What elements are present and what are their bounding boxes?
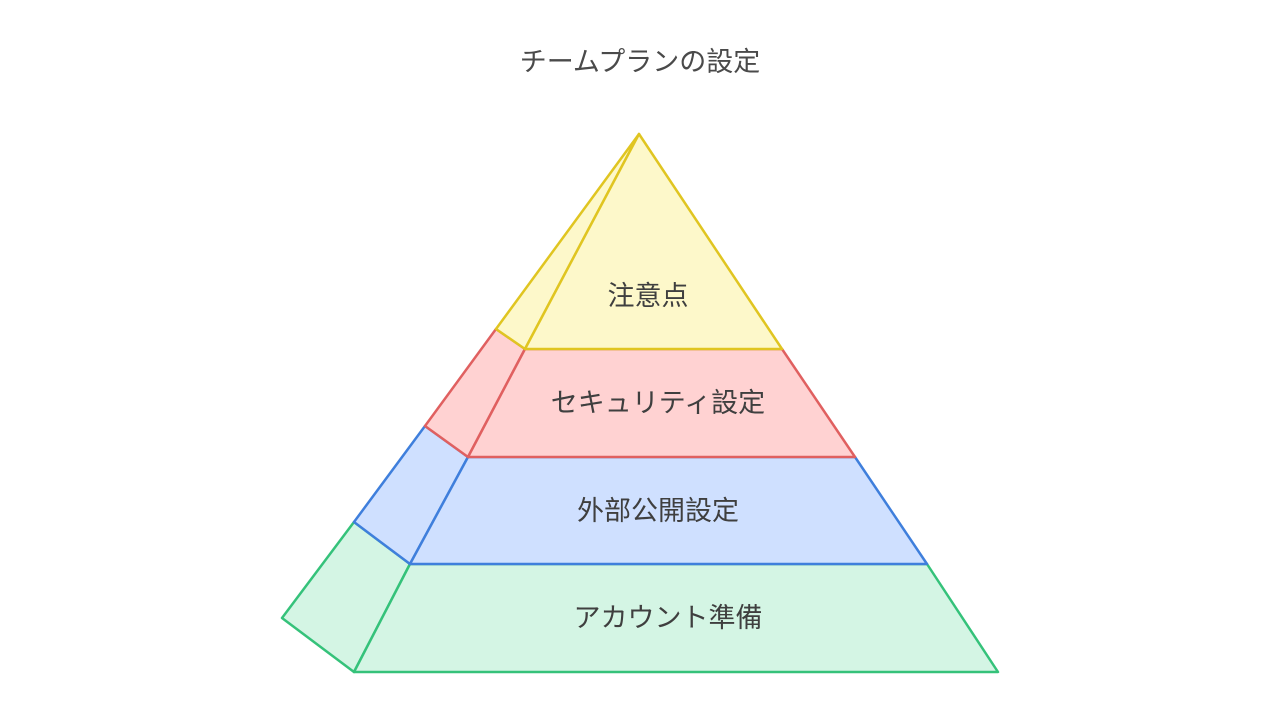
tier-security-settings: セキュリティ設定 [423,327,857,459]
tier-notes: 注意点 [494,132,784,351]
tier-security-settings-label: セキュリティ設定 [551,388,765,419]
tier-notes-label: 注意点 [608,281,689,312]
tier-account-setup: アカウント準備 [280,520,1000,674]
tier-public-settings-label: 外部公開設定 [577,496,739,527]
tier-account-setup-label: アカウント準備 [574,603,763,634]
tier-public-settings: 外部公開設定 [352,424,929,566]
diagram-title: チームプランの設定 [520,47,761,78]
tier-notes-front-face [523,132,784,351]
